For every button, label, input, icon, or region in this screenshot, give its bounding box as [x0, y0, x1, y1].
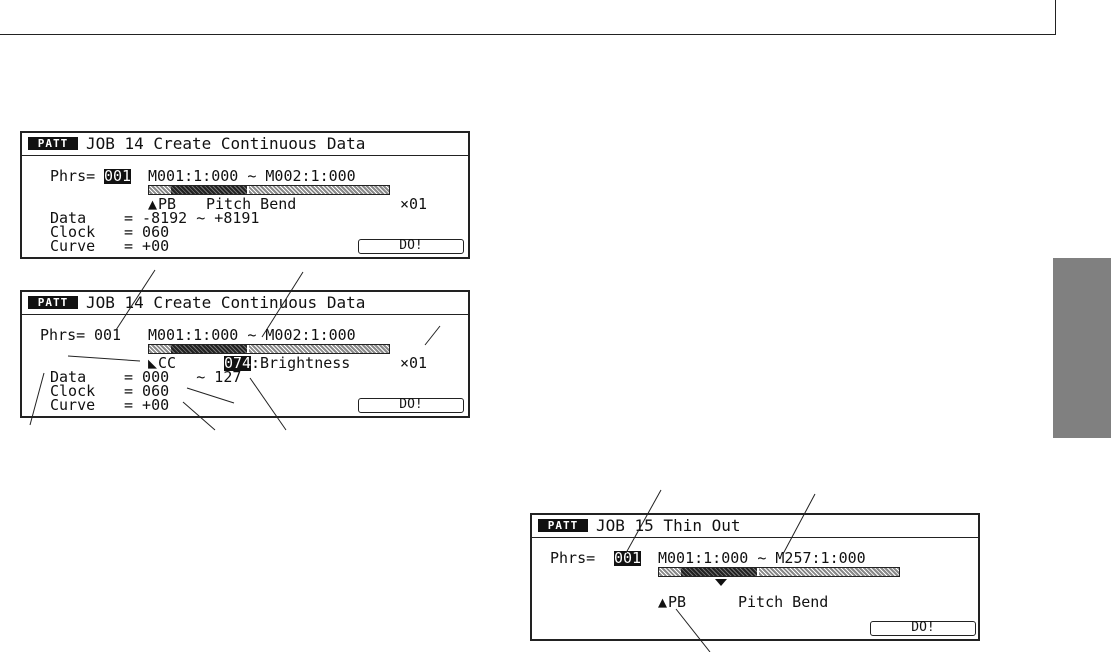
page-header-frame — [0, 0, 1056, 35]
job-title: JOB 14 Create Continuous Data — [86, 293, 366, 312]
event-type-icon: ▲ — [148, 195, 158, 213]
phrase-label: Phrs= — [550, 549, 596, 567]
clock-field[interactable]: = 060 — [124, 223, 170, 241]
data-range-field[interactable]: = -8192 ~ +8191 — [124, 209, 260, 227]
cc-number-field[interactable]: 074 — [224, 354, 252, 372]
event-name: Pitch Bend — [738, 593, 829, 611]
event-type-icon: ▲ — [658, 593, 668, 611]
phrase-field[interactable]: 001 — [94, 326, 122, 344]
do-button[interactable]: DO! — [358, 398, 464, 413]
phrase-label: Phrs= — [50, 167, 96, 185]
job-title: JOB 14 Create Continuous Data — [86, 134, 366, 153]
range-field[interactable]: M001:1:000 ~ M257:1:000 — [658, 549, 866, 567]
section-thumb-tab — [1053, 258, 1111, 438]
clock-field[interactable]: = 060 — [124, 382, 170, 400]
lcd-screen-thin-out: PATT JOB 15 Thin Out Phrs= 001 M001:1:00… — [530, 513, 980, 641]
clock-label: Clock — [50, 382, 96, 400]
event-type-field[interactable]: PB — [668, 593, 687, 611]
event-type-icon: ◣ — [148, 354, 158, 372]
mode-badge: PATT — [28, 137, 78, 150]
data-range-field[interactable]: = 000 ~ 127 — [124, 368, 242, 386]
do-button[interactable]: DO! — [870, 621, 976, 636]
event-name: Pitch Bend — [206, 195, 297, 213]
multiplier-field[interactable]: ×01 — [400, 354, 428, 372]
event-type-field[interactable]: PB — [158, 195, 177, 213]
range-field[interactable]: M001:1:000 ~ M002:1:000 — [148, 326, 356, 344]
data-label: Data — [50, 209, 87, 227]
phrase-field[interactable]: 001 — [614, 549, 642, 567]
range-bar — [148, 185, 390, 195]
multiplier-field[interactable]: ×01 — [400, 195, 428, 213]
data-label: Data — [50, 368, 87, 386]
lcd-title-bar: PATT JOB 14 Create Continuous Data — [22, 133, 468, 156]
curve-field[interactable]: = +00 — [124, 237, 170, 255]
cc-name: :Brightness — [251, 354, 351, 372]
phrase-field[interactable]: 001 — [104, 167, 132, 185]
range-bar — [658, 567, 900, 577]
pointer-arrow-icon — [715, 579, 727, 586]
job-title: JOB 15 Thin Out — [596, 516, 741, 535]
phrase-label: Phrs= — [40, 326, 86, 344]
mode-badge: PATT — [28, 296, 78, 309]
curve-label: Curve — [50, 396, 96, 414]
clock-label: Clock — [50, 223, 96, 241]
lcd-title-bar: PATT JOB 15 Thin Out — [532, 515, 978, 538]
lcd-title-bar: PATT JOB 14 Create Continuous Data — [22, 292, 468, 315]
range-bar — [148, 344, 390, 354]
curve-label: Curve — [50, 237, 96, 255]
do-button[interactable]: DO! — [358, 239, 464, 254]
lcd-screen-create-continuous-pb: PATT JOB 14 Create Continuous Data Phrs=… — [20, 131, 470, 259]
mode-badge: PATT — [538, 519, 588, 532]
curve-field[interactable]: = +00 — [124, 396, 170, 414]
event-type-field[interactable]: CC — [158, 354, 177, 372]
range-field[interactable]: M001:1:000 ~ M002:1:000 — [148, 167, 356, 185]
lcd-screen-create-continuous-cc: PATT JOB 14 Create Continuous Data Phrs=… — [20, 290, 470, 418]
